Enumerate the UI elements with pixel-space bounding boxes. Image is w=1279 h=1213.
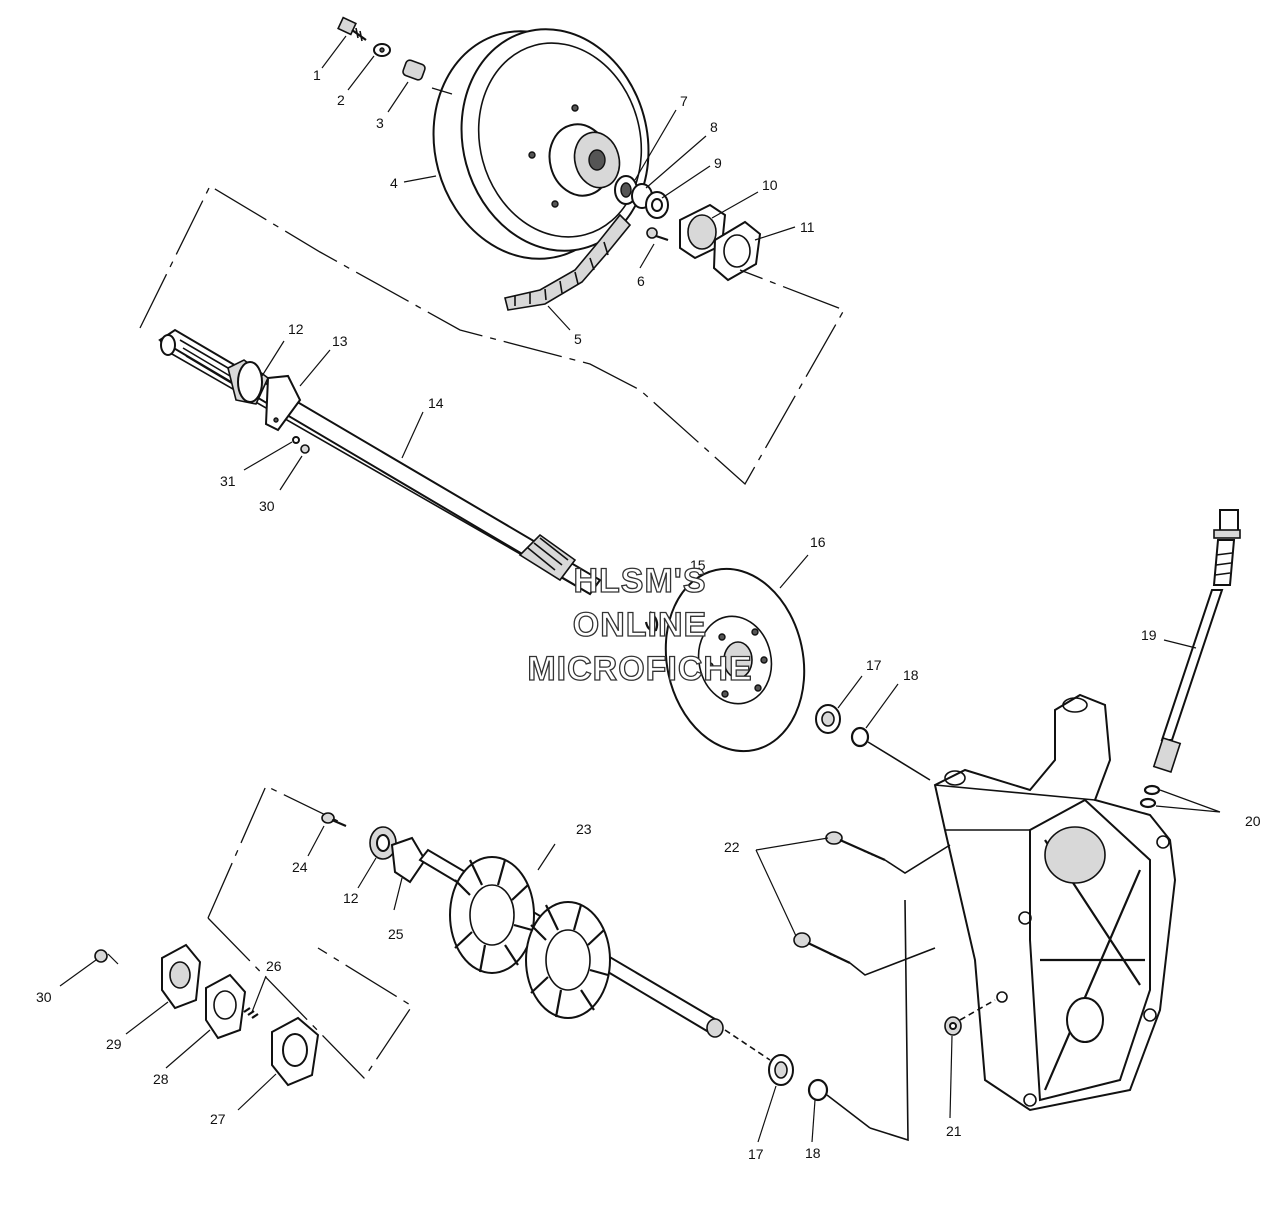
part-4-driven-pulley — [432, 28, 650, 260]
part-3-spacer — [402, 59, 426, 81]
part-23-track-drive-shaft — [418, 848, 724, 1038]
callout-8: 8 — [710, 119, 718, 135]
part-30-nut-lower — [94, 949, 108, 963]
part-10-bearing-flange — [679, 203, 727, 260]
drive-sprocket-left — [449, 856, 535, 974]
callout-18-lower: 18 — [805, 1145, 821, 1161]
callout-15: 15 — [690, 557, 706, 573]
callout-20: 20 — [1245, 813, 1261, 829]
callout-17-upper: 17 — [866, 657, 882, 673]
chaincase-housing — [933, 693, 1177, 1112]
part-18-o-ring-upper — [850, 726, 870, 748]
callout-16: 16 — [810, 534, 826, 550]
callout-9: 9 — [714, 155, 722, 171]
part-25-bearing-flange-lower — [390, 836, 427, 884]
callout-13: 13 — [332, 333, 348, 349]
part-9-seal — [645, 191, 669, 219]
part-15-circlip — [644, 611, 659, 632]
part-13-bearing-flange — [264, 374, 302, 432]
callout-12-lower: 12 — [343, 890, 359, 906]
callout-26: 26 — [266, 958, 282, 974]
part-17-seal-upper — [815, 704, 841, 734]
callout-22: 22 — [724, 839, 740, 855]
part-22-bolt-lower — [793, 932, 851, 964]
part-26-spring — [243, 1007, 259, 1019]
part-16-brake-disc — [664, 567, 806, 753]
callout-12-upper: 12 — [288, 321, 304, 337]
callout-27: 27 — [210, 1111, 226, 1127]
part-12-bearing-lower — [369, 826, 397, 860]
part-11-bearing-flange-outer — [712, 220, 762, 282]
drive-sprocket-right — [525, 901, 611, 1019]
callout-6: 6 — [637, 273, 645, 289]
callout-5: 5 — [574, 331, 582, 347]
watermark-line-1: HLSM'S — [573, 562, 706, 600]
part-18-o-ring-lower — [807, 1078, 829, 1102]
callout-24: 24 — [292, 859, 308, 875]
leader-lines — [59, 35, 1221, 1143]
watermark-line-2: ONLINE — [573, 606, 707, 644]
callout-25: 25 — [388, 926, 404, 942]
part-5-drive-chain — [504, 213, 632, 311]
part-27-bearing-retainer — [271, 1016, 320, 1087]
shaft-splined-end — [518, 533, 577, 582]
callout-18-upper: 18 — [903, 667, 919, 683]
callout-11: 11 — [800, 219, 815, 235]
callout-2: 2 — [337, 92, 345, 108]
watermark-line-3: MICROFICHE — [527, 650, 752, 688]
part-22-bolt-upper — [825, 831, 886, 862]
callout-30-upper: 30 — [259, 498, 275, 514]
callout-21: 21 — [946, 1123, 962, 1139]
part-17-seal-lower — [768, 1054, 794, 1086]
callout-4: 4 — [390, 175, 398, 191]
part-6-screw — [646, 227, 669, 242]
part-19-speedo-drive — [1152, 509, 1241, 774]
callout-7: 7 — [680, 93, 688, 109]
callout-19: 19 — [1141, 627, 1157, 643]
callout-23: 23 — [576, 821, 592, 837]
callout-30-lower: 30 — [36, 989, 52, 1005]
part-21-nut — [944, 1016, 962, 1036]
callout-labels: 1 2 3 4 5 6 7 8 9 10 11 12 13 14 15 16 1… — [36, 67, 1261, 1162]
callout-17-lower: 17 — [748, 1146, 764, 1162]
part-31-washer — [292, 436, 300, 444]
callout-28: 28 — [153, 1071, 169, 1087]
part-28-gasket — [205, 973, 247, 1040]
part-29-bearing-cap — [161, 943, 202, 1010]
part-2-washer — [373, 43, 391, 57]
callout-10: 10 — [762, 177, 778, 193]
callout-14: 14 — [428, 395, 444, 411]
part-20-o-rings — [1139, 784, 1161, 809]
part-30-nut-upper — [300, 444, 310, 454]
part-1-bolt — [337, 16, 367, 42]
watermark: HLSM'S ONLINE MICROFICHE — [527, 561, 753, 688]
part-24-bolt — [321, 812, 347, 828]
callout-31: 31 — [220, 473, 236, 489]
callout-3: 3 — [376, 115, 384, 131]
callout-29: 29 — [106, 1036, 122, 1052]
part-12-bearing-upper — [227, 359, 269, 405]
callout-1: 1 — [313, 67, 321, 83]
